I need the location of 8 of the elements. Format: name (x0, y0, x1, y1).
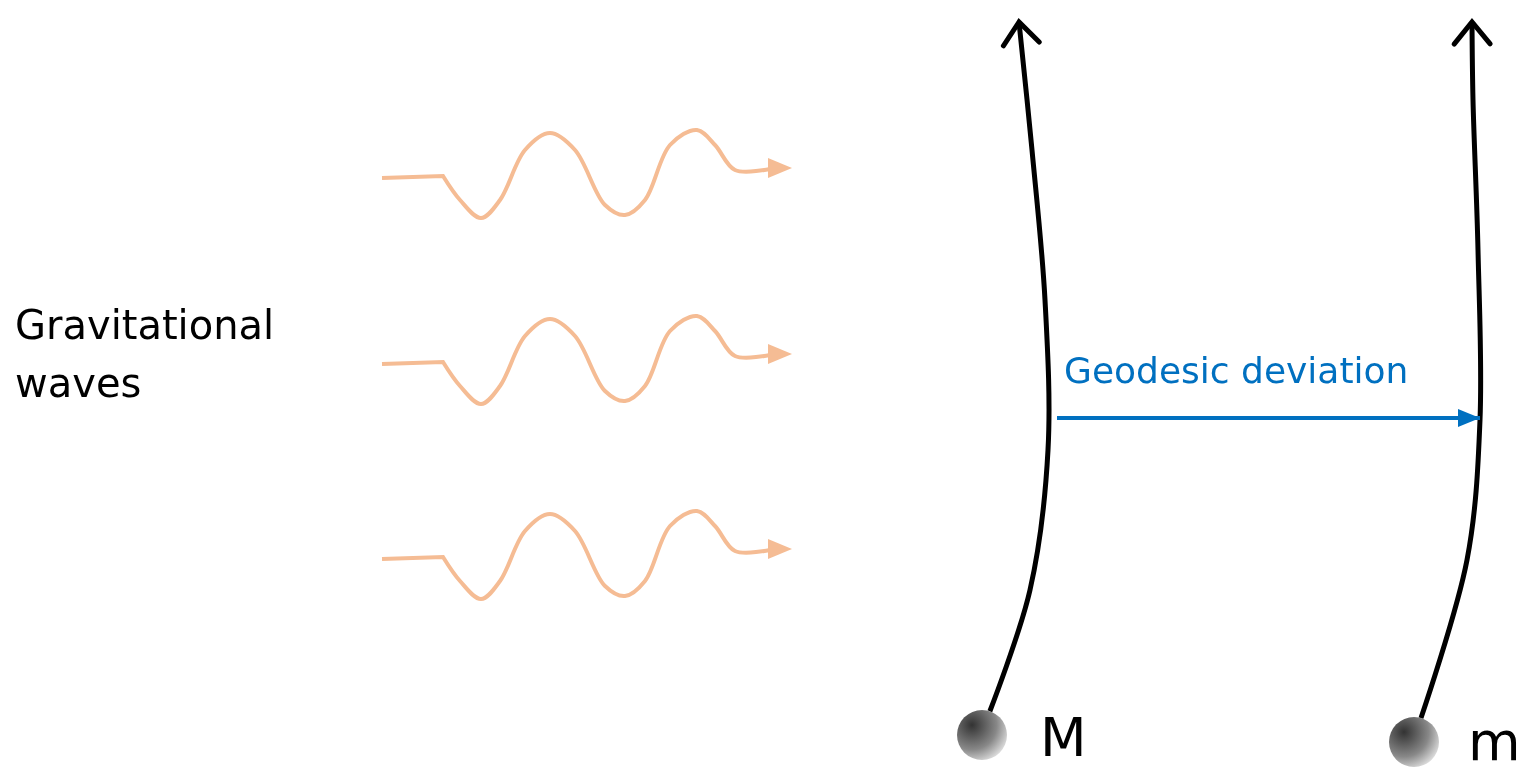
worldline-arrow (987, 19, 1052, 713)
mass-label: M (1040, 708, 1087, 768)
mass-label: m (1468, 712, 1521, 772)
text-label: Gravitational waves (15, 296, 335, 412)
deviation-label: Geodesic deviation (1064, 349, 1409, 393)
mass-sphere (957, 710, 1007, 760)
mass-sphere (1389, 717, 1439, 767)
worldline-arrow (1418, 19, 1493, 719)
